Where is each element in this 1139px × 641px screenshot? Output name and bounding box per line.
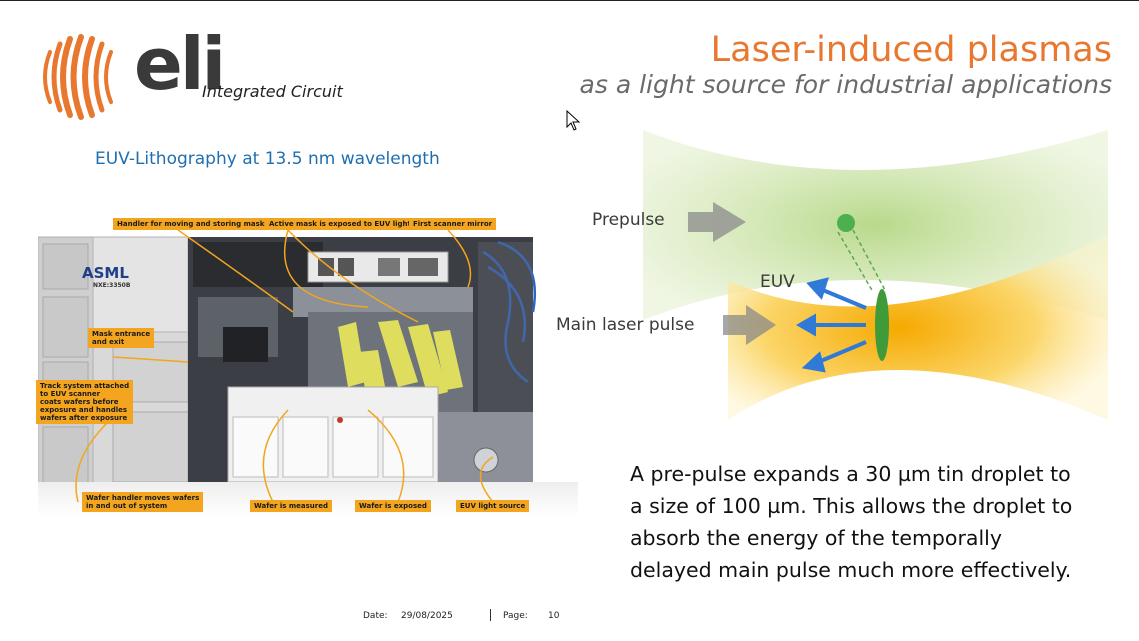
footer-page-number: 10 [548, 611, 560, 621]
description-line-1: A pre-pulse expands a 30 µm tin droplet … [630, 462, 1071, 486]
callout-track-system: Track system attached to EUV scanner coa… [36, 380, 134, 425]
callout-wafer-measured: Wafer is measured [250, 500, 333, 513]
callout-wafer-exposed: Wafer is exposed [355, 500, 431, 513]
euv-machine-illustration: ASML NXE:3350B Handler for moving and st… [36, 212, 578, 522]
description-line-4: delayed main pulse much more effectively… [630, 558, 1072, 582]
callout-mask-entrance-line1: Mask entrance [92, 330, 151, 338]
callout-track-line5: wafers after exposure [40, 414, 128, 423]
top-border [0, 0, 1139, 1]
machine-drawing [37, 229, 578, 517]
callout-wafer-handler-line1: Wafer handler moves wafers [86, 494, 200, 502]
slide-subtitle: as a light source for industrial applica… [579, 70, 1112, 99]
description-line-3: absorb the energy of the temporally [630, 526, 1002, 550]
description-text: A pre-pulse expands a 30 µm tin droplet … [630, 458, 1110, 586]
callout-mask-entrance: Mask entrance and exit [88, 328, 155, 349]
logo-wordmark: eli [134, 22, 226, 106]
footer-date-label: Date: [363, 611, 388, 621]
asml-brand-label: ASML [82, 264, 129, 282]
main-pulse-label: Main laser pulse [556, 315, 695, 335]
prepulse-label: Prepulse [592, 210, 665, 230]
section-heading: EUV-Lithography at 13.5 nm wavelength [95, 149, 440, 169]
callout-mask-entrance-line2: and exit [92, 338, 125, 347]
callout-mask-handler: Handler for moving and storing masks [113, 218, 273, 231]
callout-track-line1: Track system attached [40, 382, 130, 390]
mouse-cursor-icon [566, 110, 581, 131]
euv-label: EUV [760, 272, 795, 292]
eli-logo: eli Integrated Circuit [42, 28, 362, 124]
footer-date: 29/08/2025 [401, 611, 453, 621]
plasma-diagram: Prepulse EUV Main laser pulse [548, 120, 1139, 430]
description-line-2: a size of 100 µm. This allows the drople… [630, 494, 1073, 518]
callout-active-mask: Active mask is exposed to EUV light [265, 218, 415, 231]
machine-model-label: NXE:3350B [93, 282, 131, 289]
footer-separator [490, 609, 491, 621]
callout-track-line4: exposure and handles [40, 406, 128, 415]
plasma-beams-drawing [643, 130, 1108, 420]
logo-arcs-icon [43, 34, 113, 120]
callout-track-line3: coats wafers before [40, 398, 119, 407]
callout-wafer-handler-line2: in and out of system [86, 502, 168, 511]
callout-euv-source: EUV light source [456, 500, 530, 513]
slide-title: Laser-induced plasmas [710, 30, 1112, 70]
callout-wafer-handler: Wafer handler moves wafers in and out of… [82, 492, 204, 513]
callout-track-line2: to EUV scanner [40, 390, 101, 399]
logo-subtitle: Integrated Circuit [202, 82, 343, 101]
callout-first-mirror: First scanner mirror [409, 218, 497, 231]
footer-page-label: Page: [503, 611, 528, 621]
